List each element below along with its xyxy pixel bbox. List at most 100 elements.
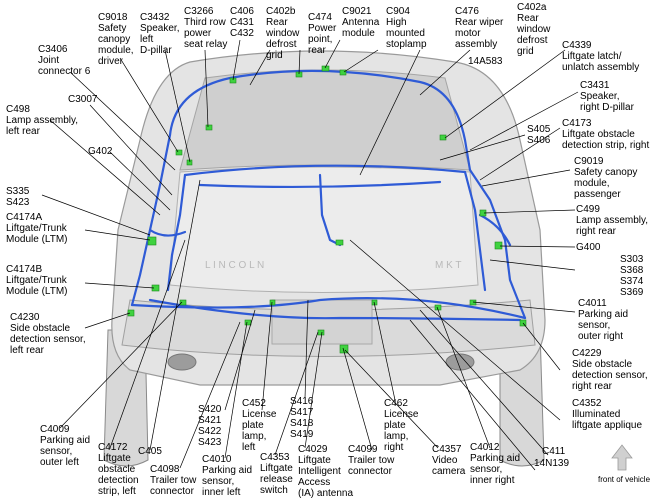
leader-c3266 bbox=[204, 49, 209, 128]
label-c452: C452 License plate lamp, left bbox=[242, 398, 277, 453]
leader-c402a bbox=[419, 49, 471, 96]
label-g400: G400 bbox=[576, 242, 601, 253]
label-s335: S335 S423 bbox=[6, 186, 30, 208]
connector-c3266 bbox=[205, 124, 213, 131]
label-c9018: C9018 Safety canopy module, driver bbox=[98, 12, 134, 67]
connector-c4230 bbox=[127, 309, 135, 317]
label-14n139: 14N139 bbox=[534, 458, 570, 469]
leader-c3007 bbox=[89, 104, 173, 196]
leader-c4098 bbox=[179, 321, 241, 469]
label-c9019: C9019 Safety canopy module, passenger bbox=[574, 156, 638, 200]
leader-c4174b bbox=[84, 282, 155, 289]
label-c3431: C3431 Speaker, right D-pillar bbox=[580, 80, 634, 113]
leader-c4172 bbox=[109, 239, 186, 449]
label-c4099: C4099 Trailer tow connector bbox=[348, 444, 395, 477]
leader-c4230 bbox=[84, 312, 131, 329]
leader-s416 bbox=[304, 299, 309, 399]
license-plate-recess bbox=[271, 299, 373, 345]
leader-14n139 bbox=[409, 319, 536, 471]
leader-c4012 bbox=[436, 306, 491, 449]
connector-c9021 bbox=[321, 65, 330, 72]
leader-c405 bbox=[149, 179, 201, 451]
label-c4174a: C4174A Liftgate/Trunk Module (LTM) bbox=[6, 212, 68, 245]
label-c4011: C4011 Parking aid sensor, outer right bbox=[578, 298, 629, 342]
label-c3266: C3266 Third row power seat relay bbox=[184, 6, 228, 50]
label-c4172: C4172 Liftgate obstacle detection strip,… bbox=[98, 442, 139, 497]
label-c498: C498 Lamp assembly, left rear bbox=[6, 104, 79, 137]
leader-c4353 bbox=[274, 331, 319, 456]
label-c462: C462 License plate lamp, right bbox=[384, 398, 419, 453]
leader-g402 bbox=[109, 151, 171, 211]
harness-right-branch bbox=[478, 213, 512, 247]
leader-c3431 bbox=[469, 91, 579, 151]
label-c4357: C4357 Video camera bbox=[432, 444, 466, 477]
leader-c3406 bbox=[69, 71, 176, 171]
label-c4229: C4229 Side obstacle detection sensor, ri… bbox=[572, 348, 648, 392]
leader-c4173 bbox=[479, 127, 561, 181]
harness-bumper-lower bbox=[148, 298, 522, 322]
harness-liftgate-right bbox=[463, 170, 487, 292]
leader-c4174a bbox=[84, 229, 151, 241]
harness-roof-loop bbox=[168, 69, 472, 172]
harness-left-branch bbox=[148, 228, 187, 237]
wiring-harness bbox=[130, 69, 527, 322]
leader-c411 bbox=[419, 309, 549, 456]
connector-c4357 bbox=[339, 344, 349, 354]
harness-liftgate-top bbox=[183, 164, 467, 177]
connector-g400 bbox=[494, 241, 503, 250]
label-s303: S303 S368 S374 S369 bbox=[620, 254, 644, 298]
leader-c904 bbox=[343, 49, 379, 73]
label-c499: C499 Lamp assembly, right rear bbox=[576, 204, 649, 237]
label-c474: C474 Power point, rear bbox=[308, 12, 337, 56]
label-s416: S416 S417 S418 S419 bbox=[290, 396, 314, 440]
leader-c4352 bbox=[349, 239, 561, 421]
leader-s420 bbox=[224, 309, 256, 411]
leader-c402b bbox=[249, 49, 271, 86]
leader-c462 bbox=[373, 301, 396, 401]
leader-c4029 bbox=[304, 331, 323, 449]
harness-center-cross bbox=[198, 180, 442, 189]
label-c3007: C3007 bbox=[68, 94, 98, 105]
label-14a583: 14A583 bbox=[468, 56, 503, 67]
connector-c4029 bbox=[317, 329, 325, 336]
label-c4174b: C4174B Liftgate/Trunk Module (LTM) bbox=[6, 264, 68, 297]
front-of-vehicle-label: front of vehicle bbox=[598, 475, 651, 484]
label-c4230: C4230 Side obstacle detection sensor, le… bbox=[10, 312, 86, 356]
leader-s335 bbox=[41, 194, 151, 236]
label-c4339: C4339 Liftgate latch/ unlatch assembly bbox=[562, 40, 640, 73]
leader-s405 bbox=[439, 134, 526, 161]
leader-c4099 bbox=[342, 347, 373, 451]
leader-c498 bbox=[49, 119, 161, 216]
label-c405: C405 bbox=[138, 446, 162, 457]
leader-s303 bbox=[489, 259, 576, 271]
left-exhaust bbox=[167, 353, 197, 371]
label-g402: G402 bbox=[88, 146, 113, 157]
label-c4173: C4173 Liftgate obstacle detection strip,… bbox=[562, 118, 650, 151]
leader-c406 bbox=[232, 39, 241, 81]
leader-c4009 bbox=[59, 301, 183, 429]
connector-center bbox=[335, 239, 344, 246]
label-s405: S405 S406 bbox=[527, 124, 551, 146]
label-c4098: C4098 Trailer tow connector bbox=[150, 464, 197, 497]
connector-c4010 bbox=[244, 319, 252, 326]
leader-c4011 bbox=[472, 301, 576, 313]
harness-center-drop bbox=[318, 173, 342, 247]
leader-c4010 bbox=[224, 321, 248, 459]
label-c4352: C4352 Illuminated liftgate applique bbox=[572, 398, 643, 431]
leader-c474 bbox=[298, 49, 301, 75]
label-c402b: C402b Rear window defrost grid bbox=[266, 6, 300, 61]
front-arrow bbox=[611, 444, 633, 471]
leader-c9021 bbox=[324, 39, 341, 69]
connector-c9018 bbox=[175, 149, 183, 156]
label-c4012: C4012 Parking aid sensor, inner right bbox=[470, 442, 521, 486]
connector-c904 bbox=[339, 69, 347, 76]
label-c3406: C3406 Joint connector 6 bbox=[38, 44, 91, 77]
label-c904: C904 High mounted stoplamp bbox=[386, 6, 427, 50]
leader-c4339 bbox=[444, 49, 566, 139]
leader-c3432 bbox=[164, 49, 191, 163]
leader-c476 bbox=[359, 49, 421, 176]
label-c4010: C4010 Parking aid sensor, inner left bbox=[202, 454, 253, 498]
leader-lines bbox=[41, 39, 579, 471]
label-c411: C411 bbox=[542, 446, 566, 457]
